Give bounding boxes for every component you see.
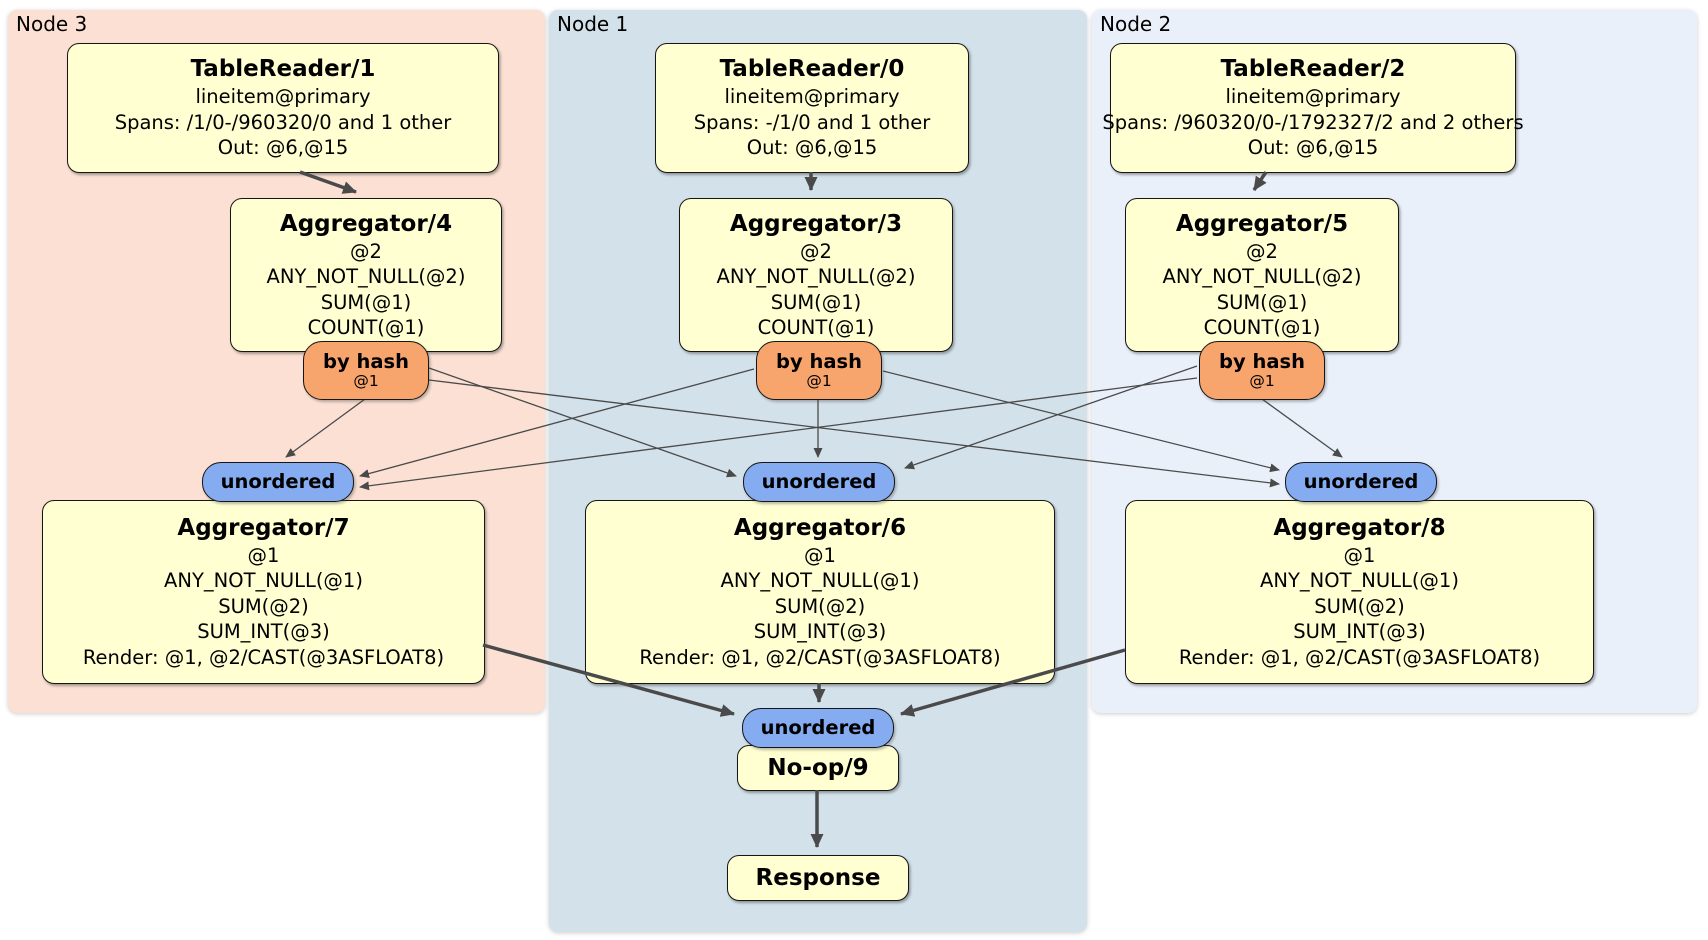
processor-detail: Render: @1, @2/CAST(@3ASFLOAT8): [1178, 645, 1541, 669]
router-by-hash-agg3: by hash @1: [756, 341, 882, 400]
router-label: by hash: [776, 350, 862, 373]
router-label: unordered: [1303, 470, 1419, 493]
processor-detail: @1: [1343, 543, 1376, 567]
processor-detail: Out: @6,@15: [217, 136, 349, 160]
router-detail: @1: [1249, 372, 1275, 390]
processor-title: Response: [755, 864, 881, 891]
node-label-3: Node 3: [16, 12, 88, 36]
processor-title: Aggregator/8: [1273, 514, 1446, 541]
processor-detail: ANY_NOT_NULL(@1): [1260, 569, 1459, 593]
processor-detail: SUM(@1): [1216, 290, 1308, 314]
processor-title: TableReader/1: [190, 56, 376, 83]
node-label-1: Node 1: [557, 12, 629, 36]
processor-response: Response: [727, 855, 909, 901]
processor-detail: SUM_INT(@3): [753, 620, 887, 644]
router-detail: @1: [806, 372, 832, 390]
processor-aggregator-6: Aggregator/6 @1 ANY_NOT_NULL(@1) SUM(@2)…: [585, 500, 1055, 684]
processor-detail: SUM(@1): [770, 290, 862, 314]
processor-title: Aggregator/4: [279, 210, 453, 237]
processor-detail: SUM(@2): [1314, 594, 1405, 618]
processor-tablereader-2: TableReader/2 lineitem@primary Spans: /9…: [1102, 43, 1524, 173]
processor-detail: COUNT(@1): [1203, 316, 1321, 339]
processor-detail: ANY_NOT_NULL(@1): [720, 569, 920, 593]
router-label: unordered: [761, 470, 877, 493]
processor-title: Aggregator/6: [733, 514, 907, 541]
processor-detail: Out: @6,@15: [1247, 136, 1379, 160]
processor-title: Aggregator/7: [177, 514, 350, 541]
processor-detail: @2: [1246, 239, 1278, 263]
router-label: by hash: [323, 350, 409, 373]
processor-detail: Render: @1, @2/CAST(@3ASFLOAT8): [82, 645, 445, 669]
processor-title: TableReader/2: [1220, 56, 1406, 83]
processor-title: TableReader/0: [719, 56, 905, 83]
processor-detail: lineitem@primary: [1225, 85, 1401, 109]
processor-detail: Spans: -/1/0 and 1 other: [693, 110, 931, 134]
processor-detail: ANY_NOT_NULL(@2): [716, 265, 916, 288]
processor-detail: @2: [350, 239, 382, 263]
router-unordered-agg6: unordered: [743, 462, 895, 502]
processor-detail: ANY_NOT_NULL(@2): [266, 265, 466, 288]
router-detail: @1: [353, 372, 379, 390]
router-unordered-agg7: unordered: [202, 462, 354, 502]
processor-tablereader-1: TableReader/1 lineitem@primary Spans: /1…: [67, 43, 499, 173]
router-by-hash-agg5: by hash @1: [1199, 341, 1325, 400]
processor-detail: @2: [800, 239, 832, 263]
processor-aggregator-5: Aggregator/5 @2 ANY_NOT_NULL(@2) SUM(@1)…: [1125, 198, 1399, 352]
processor-detail: SUM_INT(@3): [197, 620, 330, 644]
node-label-2: Node 2: [1100, 12, 1172, 36]
router-label: unordered: [760, 716, 876, 739]
processor-detail: SUM_INT(@3): [1293, 620, 1426, 644]
processor-detail: Out: @6,@15: [746, 136, 878, 160]
processor-title: Aggregator/5: [1175, 210, 1349, 237]
processor-title: Aggregator/3: [729, 210, 903, 237]
processor-detail: lineitem@primary: [195, 85, 371, 109]
router-label: by hash: [1219, 350, 1305, 373]
router-label: unordered: [220, 470, 336, 493]
processor-detail: @1: [247, 543, 280, 567]
processor-detail: COUNT(@1): [307, 316, 425, 339]
processor-detail: Spans: /1/0-/960320/0 and 1 other: [114, 110, 452, 134]
processor-detail: ANY_NOT_NULL(@1): [164, 569, 363, 593]
processor-detail: @1: [804, 543, 836, 567]
processor-detail: SUM(@2): [774, 594, 866, 618]
processor-detail: COUNT(@1): [757, 316, 875, 339]
router-unordered-agg8: unordered: [1285, 462, 1437, 502]
router-by-hash-agg4: by hash @1: [303, 341, 429, 400]
processor-aggregator-4: Aggregator/4 @2 ANY_NOT_NULL(@2) SUM(@1)…: [230, 198, 502, 352]
processor-aggregator-7: Aggregator/7 @1 ANY_NOT_NULL(@1) SUM(@2)…: [42, 500, 485, 684]
processor-noop-9: No-op/9: [737, 745, 899, 791]
processor-detail: SUM(@2): [218, 594, 309, 618]
router-unordered-noop: unordered: [742, 708, 894, 748]
processor-title: No-op/9: [767, 754, 869, 781]
processor-detail: Render: @1, @2/CAST(@3ASFLOAT8): [639, 645, 1001, 669]
processor-detail: lineitem@primary: [724, 85, 900, 109]
processor-aggregator-3: Aggregator/3 @2 ANY_NOT_NULL(@2) SUM(@1)…: [679, 198, 953, 352]
processor-detail: SUM(@1): [320, 290, 412, 314]
processor-aggregator-8: Aggregator/8 @1 ANY_NOT_NULL(@1) SUM(@2)…: [1125, 500, 1594, 684]
processor-tablereader-0: TableReader/0 lineitem@primary Spans: -/…: [655, 43, 969, 173]
processor-detail: ANY_NOT_NULL(@2): [1162, 265, 1362, 288]
processor-detail: Spans: /960320/0-/1792327/2 and 2 others: [1102, 110, 1524, 134]
